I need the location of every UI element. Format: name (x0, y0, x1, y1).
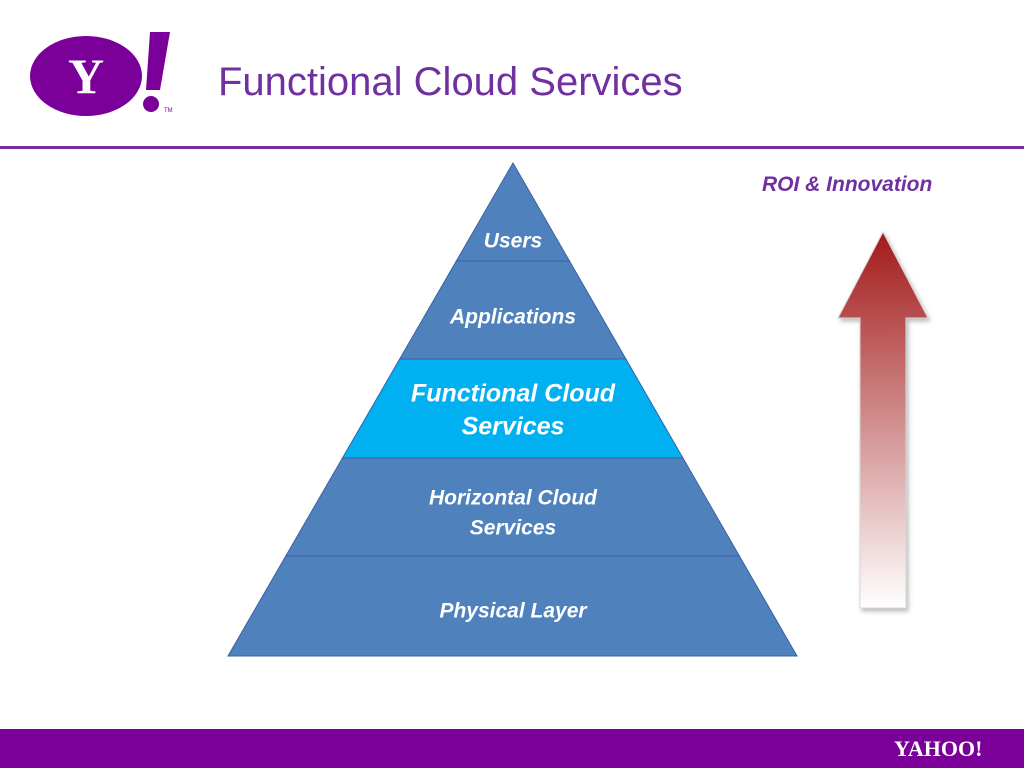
pyramid-layer-4 (227, 555, 798, 657)
pyramid-layer-2 (341, 358, 684, 459)
logo-tm: TM (164, 108, 173, 114)
yahoo-logo: Y TM (30, 32, 173, 116)
pyramid-layer-label: Applications (449, 305, 576, 328)
page-title: Functional Cloud Services (218, 60, 683, 104)
pyramid-layer-label: Users (484, 229, 542, 252)
pyramid-layer-label: Services (470, 516, 556, 539)
roi-arrow (837, 230, 929, 609)
footer-yahoo-logo: YAHOO! (894, 736, 982, 761)
footer-bar (0, 729, 1024, 768)
svg-text:Y: Y (68, 48, 104, 104)
header-divider (0, 146, 1024, 149)
roi-innovation-label: ROI & Innovation (762, 173, 933, 196)
footer-logo-text: YAHOO! (894, 736, 982, 761)
pyramid-layer-label: Functional Cloud (411, 379, 616, 407)
pyramid-layer-label: Horizontal Cloud (429, 486, 598, 509)
pyramid-layer-label: Services (462, 412, 565, 440)
pyramid-layer-label: Physical Layer (439, 599, 588, 622)
